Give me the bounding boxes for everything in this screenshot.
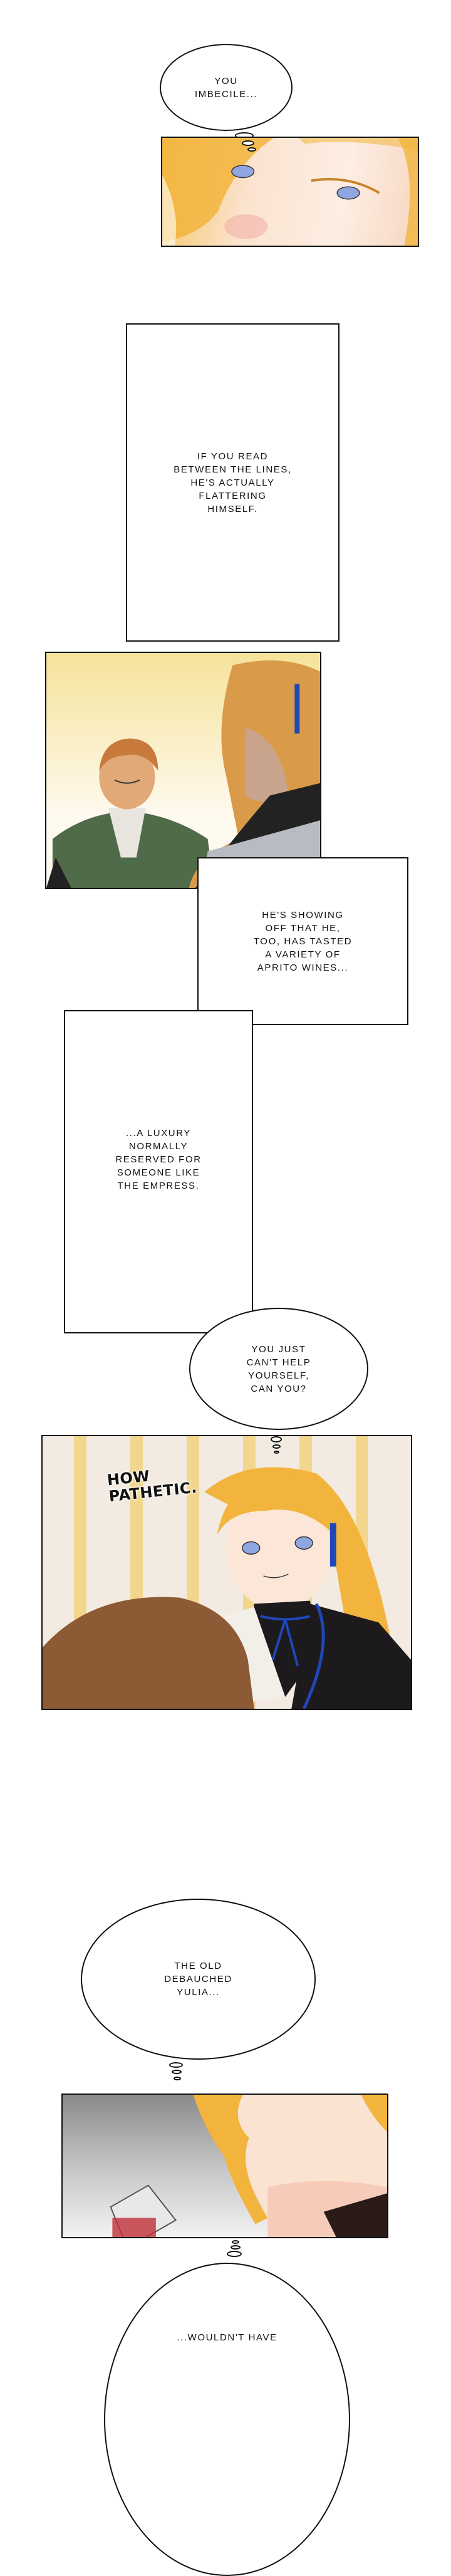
thought-dot <box>274 1451 279 1454</box>
panel-smiling-nobleman <box>45 652 321 889</box>
speech-bubble-old-debauched-yulia: The old debauched Yulia... <box>81 1899 316 2060</box>
thought-dot <box>227 2251 242 2257</box>
thought-dot <box>272 1444 281 1449</box>
thought-dot <box>242 140 254 146</box>
bubble-text: ...wouldn't have <box>177 2332 277 2343</box>
panel-close-up-eyes <box>161 137 419 247</box>
thought-dot <box>169 2062 183 2068</box>
narration-box-aprito-wines: He's showing off that he, too, has taste… <box>197 857 408 1025</box>
speech-bubble-wouldnt-have: ...wouldn't have <box>104 2263 350 2576</box>
blonde-illustration <box>43 1436 411 1709</box>
nobleman-illustration <box>46 660 320 888</box>
panel-smirking-blonde <box>41 1435 412 1710</box>
narration-text: ...a luxury normally reserved for someon… <box>115 1127 202 1191</box>
narration-text: If you read between the lines, he's actu… <box>174 451 292 514</box>
thought-dot <box>271 1436 282 1442</box>
narration-box-flattering: If you read between the lines, he's actu… <box>126 323 340 642</box>
narration-text: He's showing off that he, too, has taste… <box>253 909 353 973</box>
thought-dot <box>231 2245 241 2250</box>
speech-bubble-you-imbecile: You imbecile... <box>160 44 293 131</box>
panel-drinking-wine <box>61 2094 388 2238</box>
eyes-illustration <box>162 138 418 246</box>
thought-dot <box>247 147 256 152</box>
thought-dot <box>174 2077 181 2080</box>
speech-bubble-cant-help-yourself: You just can't help yourself, can you? <box>189 1308 368 1430</box>
bubble-text: You just can't help yourself, can you? <box>246 1343 311 1394</box>
wine-drinking-illustration <box>110 2095 387 2237</box>
narration-box-luxury: ...a luxury normally reserved for someon… <box>64 1010 253 1333</box>
bubble-text: The old debauched Yulia... <box>164 1961 232 1998</box>
bubble-text: You imbecile... <box>194 75 258 100</box>
thought-dot <box>172 2070 182 2074</box>
thought-dot <box>232 2240 239 2244</box>
